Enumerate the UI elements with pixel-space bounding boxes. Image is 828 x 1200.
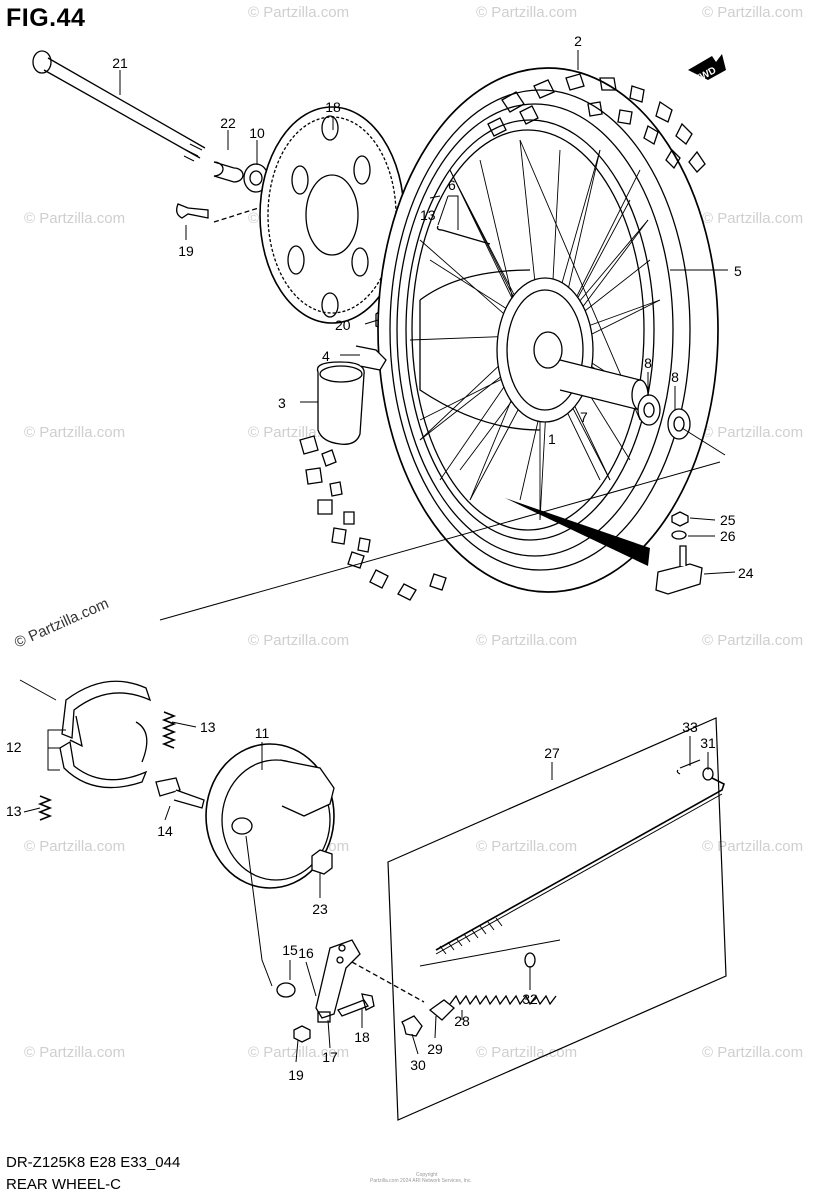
callout-4: 4	[322, 348, 330, 364]
callout-21: 19	[178, 243, 194, 259]
watermark: © Partzilla.com	[248, 4, 350, 21]
callout-20: 18	[325, 99, 341, 115]
callout-35: 33	[682, 719, 698, 735]
callout-26: 24	[738, 565, 754, 581]
callout-13: 13	[200, 719, 216, 735]
callout-11: 11	[255, 725, 270, 741]
callout-5: 5	[734, 263, 742, 279]
callout-9: 13	[420, 207, 436, 223]
forward-arrow	[688, 54, 726, 80]
section-name: REAR WHEEL-C	[6, 1176, 122, 1193]
callout-25: 23	[312, 901, 328, 917]
callout-33: 31	[700, 735, 716, 751]
callout-8: 8	[671, 369, 679, 385]
callout-17: 17	[322, 1049, 338, 1065]
callout-16: 16	[298, 945, 314, 961]
callout-32: 30	[410, 1057, 426, 1073]
watermark: © Partzilla.com	[248, 1044, 350, 1061]
callout-31: 29	[427, 1041, 443, 1057]
valve-pointer	[505, 498, 650, 566]
brake-spring	[37, 795, 53, 821]
watermark: © Partzilla.com	[476, 1044, 578, 1061]
watermark: © Partzilla.com	[476, 4, 578, 21]
rear-axle	[32, 50, 206, 162]
callout-8: 8	[644, 355, 652, 371]
watermark: © Partzilla.com	[702, 838, 804, 855]
callout-7: 7	[580, 409, 588, 425]
callout-13: 13	[6, 803, 22, 819]
wing-nut	[401, 1015, 423, 1037]
callout-1: 1	[548, 431, 556, 447]
wheel-bearing	[637, 394, 691, 440]
return-spring	[449, 994, 557, 1006]
lever-nut	[293, 1025, 311, 1043]
callout-30: 28	[454, 1013, 470, 1029]
callout-10: 10	[249, 125, 265, 141]
watermark: © Partzilla.com	[476, 838, 578, 855]
callout-23: 21	[112, 55, 128, 71]
brake-panel	[205, 743, 335, 889]
wheel-hub	[419, 269, 649, 431]
spring-washer	[524, 952, 536, 968]
callout-24: 22	[220, 115, 236, 131]
callout-14: 14	[157, 823, 173, 839]
brake-cam	[155, 777, 205, 809]
callout-34: 32	[522, 991, 538, 1007]
o-ring	[276, 982, 296, 998]
fine-print: Copyright	[416, 1172, 438, 1178]
watermark: © Partzilla.com	[24, 838, 126, 855]
callout-27: 25	[720, 512, 736, 528]
watermark: © Partzilla.com	[702, 632, 804, 649]
callout-2: 2	[574, 33, 582, 49]
cotter-pin	[676, 759, 701, 775]
model-code: DR-Z125K8 E28 E33_044	[6, 1154, 181, 1171]
watermark: © Partzilla.com	[476, 632, 578, 649]
rod-group-box	[387, 717, 727, 1121]
brake-cam-lever	[315, 939, 361, 1023]
sprocket-bolt	[176, 203, 209, 219]
callout-15: 15	[282, 942, 298, 958]
watermark: © Partzilla.com	[248, 632, 350, 649]
watermark: © Partzilla.com	[702, 4, 804, 21]
spacer	[213, 161, 244, 183]
inner-tube	[316, 361, 365, 445]
callout-28: 26	[720, 528, 736, 544]
fine-print: Partzilla.com 2024 ARI Network Services,…	[370, 1178, 472, 1184]
watermark: © Partzilla.com	[702, 424, 804, 441]
callout-22: 20	[335, 317, 351, 333]
callout-12: 12	[6, 739, 22, 755]
watermark: © Partzilla.com	[24, 210, 126, 227]
callout-19: 19	[288, 1067, 304, 1083]
watermark: © Partzilla.com	[24, 1044, 126, 1061]
spoke-set	[436, 225, 491, 245]
lever-bolt	[337, 993, 375, 1017]
brake-spring	[161, 711, 177, 749]
rod-joint	[428, 999, 455, 1021]
rim-lock-washer	[671, 530, 687, 540]
rim-lock-nut	[671, 511, 689, 527]
callout-18: 18	[354, 1029, 370, 1045]
figure-title: FIG.44	[6, 4, 86, 32]
callout-3: 3	[278, 395, 286, 411]
brake-rod	[435, 777, 725, 951]
callout-29: 27	[544, 745, 560, 761]
watermark: © Partzilla.com	[702, 1044, 804, 1061]
rim-band	[355, 345, 387, 371]
rim-lock	[655, 563, 703, 595]
brake-shoe	[59, 680, 152, 789]
watermark: © Partzilla.com	[702, 210, 804, 227]
panel-nut	[311, 849, 333, 875]
callout-6: 6	[448, 177, 456, 193]
watermark: © Partzilla.com	[24, 424, 126, 441]
